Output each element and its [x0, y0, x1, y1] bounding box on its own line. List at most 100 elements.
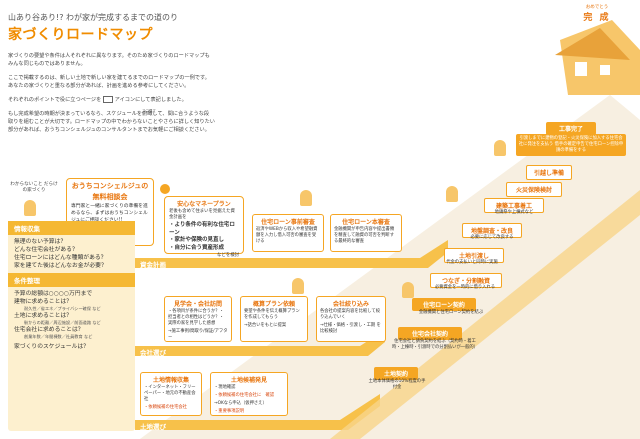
consult-title-2: 無料相談会 — [92, 193, 128, 201]
showroom-body: ・各項目が条件に合うか？・担当者との相性はどうか？・実際の家を見学した感想 — [168, 309, 224, 326]
money-body: 老後も含めて住まいを見据えた資金計画を — [169, 209, 235, 220]
land-info-highlight: ・依頼候補の住宅会社 — [144, 405, 187, 410]
book-icon — [102, 96, 113, 103]
congrats-text: おめでとう — [585, 5, 609, 10]
intro-line: みんな同じものではありません。 — [8, 61, 86, 67]
section-condition: 条件整理 — [8, 273, 135, 287]
condition-item: 建物に求めることは？ — [14, 299, 72, 305]
step-construction-complete: 工事完了 — [546, 122, 596, 135]
land-found-h1b: 確認 — [261, 393, 275, 398]
land-found-title: 土地候補発見 — [230, 377, 267, 384]
step-construction-start: 建築工事着工 — [484, 198, 544, 213]
step-bridge-loan: つなぎ・分割融資 — [430, 273, 502, 288]
loan-main-title: 住宅ローン本審査 — [342, 219, 390, 226]
step-land-handover: 土地引渡し — [444, 248, 504, 263]
land-found-h1a: ・依頼候補の住宅会社に — [214, 393, 262, 398]
step-land-handover-note: 代金の支払いと同時に実施 — [446, 260, 498, 265]
page-title: 家づくりロードマップ — [8, 27, 153, 43]
land-info-title: 土地情報収集 — [152, 377, 189, 384]
section-info-collection: 情報収集 — [8, 221, 135, 235]
person-icon — [402, 282, 414, 298]
condition-item: 土地に求めることは？ — [14, 313, 72, 319]
company-narrow-box: 会社絞り込み 各会社の提案内容を比較して絞り込んでいく →仕様・価格・引渡し・工… — [316, 296, 386, 342]
money-item: ・より条件の有利な住宅ローン — [169, 222, 235, 236]
left-panel: 情報収集 無理のない予算は？ どんな住宅会社がある？ 住宅ローンにはどんな種類が… — [8, 221, 135, 431]
person-icon — [292, 278, 304, 294]
road-label-tochi: 土地選び — [140, 423, 166, 431]
question-item: 住宅ローンにはどんな種類がある？ — [14, 255, 107, 261]
step-loan-contract: 住宅ローン契約 — [412, 298, 476, 311]
plan-body: 要望や条件を伝え概算プランを作成してもらう — [244, 309, 300, 320]
step-fire-insurance: 火災保険検討 — [506, 182, 562, 197]
showroom-visit-box: 見学会・会社訪問 ・各項目が条件に合うか？・担当者との相性はどうか？・実際の家を… — [164, 296, 232, 342]
speech-bubble: わからないこと だらけの家づくり — [10, 182, 58, 193]
question-item: どんな住宅会社がある？ — [14, 247, 78, 253]
header-subtitle: 山あり谷あり!? わが家が完成するまでの道のり — [8, 13, 178, 22]
intro-line: もし完成希望の時期が決まっているなら、スケジュールを俯瞰して、間に合うような段 — [8, 111, 210, 117]
intro-line: ここで掲載するのは、新しい土地で新しい家を建てるまでのロードマップの一例です。 — [8, 75, 210, 81]
step-loan-contract-note: 金融機関と住宅ローン契約を結ぶ — [418, 310, 484, 315]
condition-item: 住宅会社に求めることは？ — [14, 327, 84, 333]
land-info-body: ・インターネット・フリーペーパー・地元の不動産会社 — [144, 385, 196, 402]
road-label-kaisha: 会社選び — [140, 349, 166, 357]
showroom-sub: →施工事例/間取り/保証/アフター — [168, 329, 228, 340]
plan-request-box: 概算プラン依頼 要望や条件を伝え概算プランを作成してもらう →話合いをもとに提案 — [240, 296, 308, 342]
completion-title: 完 成 — [583, 13, 611, 23]
intro-line: 取りを組むことが大切です。ロードマップの中でわからないことやさらに詳しく知りたい — [8, 119, 215, 125]
question-item: 無理のない予算は？ — [14, 239, 67, 245]
intro-part: アイコンにして表記しました。 — [114, 97, 187, 103]
condition-sub: 駅からの距離／周辺施設／前面道路 など — [24, 320, 101, 325]
loan-pre-review-box: 住宅ローン事前審査 返済やWEBから収入や希望融資額を入力し借入可否の審査を受け… — [252, 214, 324, 252]
land-found-b2: →OKなら申込（仮押さえ） — [214, 401, 267, 406]
intro-line: あなたの家づくりと重なる部分があれば、計画を進める参考にしてください。 — [8, 83, 190, 89]
intro-line: 家づくりの要望や条件は人それぞれに異なります。そのため家づくりのロードマップも — [8, 53, 210, 59]
step-note: 引渡しまでに建物の登記・火災保険に加入する住宅会社に発注を支払う 借手の確定申告… — [516, 134, 626, 156]
condition-sub: 耐久性／省エネ／プライバシー確保 など — [24, 306, 101, 311]
intro-part: それぞれのポイントで役に立つページを — [8, 97, 102, 103]
consult-title-1: おうちコンシェルジュの — [71, 182, 149, 190]
intro-line: 部分があれば、おうちコンシェルジュのコンサルタントまでお気軽にご相談ください。 — [8, 127, 210, 133]
consult-body: 専門家と一緒に家づくりの準備を進めるなら、まずはおうちコンシェルジュにご相談くだ… — [71, 204, 148, 223]
condition-sub: 創業年数／年間棟数／社員教育 など — [24, 334, 93, 339]
step-moving-prep: 引越し準備 — [526, 165, 572, 180]
step-land-contract: 土地契約 — [374, 367, 418, 380]
loan-pre-body: 返済やWEBから収入や希望融資額を入力し借入可否の審査を受ける — [256, 227, 318, 244]
land-found-box: 土地候補発見 ・現地確認 ・依頼候補の住宅会社に 確認 →OKなら申込（仮押さえ… — [210, 372, 288, 416]
step-builder-contract-note: 住宅会社と請負契約を結ぶ（契約時・着工時・上棟時・引渡時での分割払いが一般的） — [392, 339, 478, 350]
person-icon — [24, 200, 36, 216]
loan-pre-title: 住宅ローン事前審査 — [261, 219, 315, 226]
person-icon — [300, 190, 312, 206]
plan-title: 概算プラン依頼 — [252, 301, 295, 308]
kokomite-label: ココ見て — [142, 109, 156, 113]
step-construction-start-note: 地鎮祭や上棟式など — [494, 210, 534, 215]
condition-item: 予算の総額は○○○○万円まで — [14, 291, 93, 297]
money-title: 安心なマネープラン — [177, 201, 231, 208]
land-found-h1: ・依頼候補の住宅会社に 確認 — [211, 392, 287, 400]
money-plan-box: 安心なマネープラン 老後も含めて住まいを見据えた資金計画を ・より条件の有利な住… — [164, 196, 244, 258]
decoration-dot — [160, 184, 170, 194]
money-etc: などを検討 — [217, 253, 239, 258]
step-note-text: 引渡しまでに建物の登記・火災保険に加入する住宅会社に発注を支払う 借手の確定申告… — [516, 134, 626, 156]
showroom-title: 見学会・会社訪問 — [173, 301, 222, 308]
loan-main-review-box: 住宅ローン本審査 金融機関が申告内容や提出書類を精査して融資の可否を判断する最終… — [330, 214, 402, 252]
intro-line: それぞれのポイントで役に立つページを アイコンにして表記しました。 — [8, 96, 273, 104]
money-item: ・家計や保険の見直し — [169, 237, 225, 243]
narrow-title: 会社絞り込み — [332, 301, 369, 308]
step-ground-survey-note: 必要に応じて改良する — [470, 235, 514, 240]
step-builder-contract: 住宅会社契約 — [398, 327, 462, 340]
road-label-shikin: 資金計画 — [140, 261, 166, 269]
land-found-h3: ・重要事項説明 — [214, 409, 245, 414]
person-icon — [494, 140, 506, 156]
narrow-body: 各会社の提案内容を比較して絞り込んでいく — [320, 309, 381, 320]
loan-main-body: 金融機関が申告内容や提出書類を精査して融資の可否を判断する最終的な審査 — [334, 227, 395, 244]
intro-text: 家づくりの要望や条件は人それぞれに異なります。そのため家づくりのロードマップも … — [8, 52, 273, 134]
person-icon — [446, 186, 458, 202]
condition-item: 家づくりのスケジュールは？ — [14, 344, 89, 350]
land-info-box: 土地情報収集 ・インターネット・フリーペーパー・地元の不動産会社 ・依頼候補の住… — [140, 372, 202, 416]
narrow-sub: →仕様・価格・引渡し・工期 を比較検討 — [320, 323, 381, 334]
step-land-contract-note: 土地本体価格の10%程度の手付金 — [368, 379, 426, 390]
question-item: 家を建てた後はどんなお金が必要？ — [14, 263, 107, 269]
plan-sub: →話合いをもとに提案 — [244, 323, 287, 328]
step-ground-survey: 地盤調査・改良 — [462, 223, 522, 238]
land-found-body: ・現地確認 — [214, 385, 236, 390]
